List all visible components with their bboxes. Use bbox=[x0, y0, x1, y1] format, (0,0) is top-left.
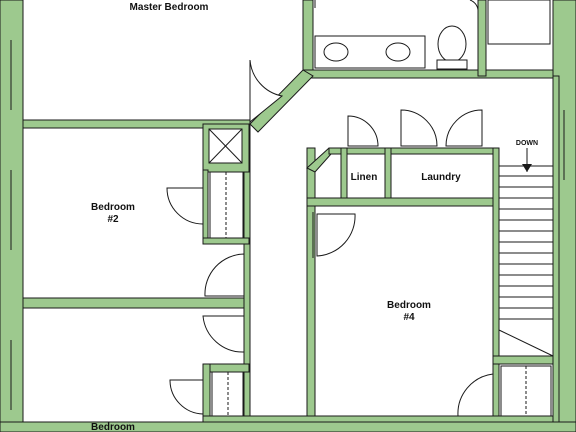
bedroom2-wall bbox=[22, 297, 249, 309]
staircase bbox=[498, 165, 554, 357]
label-bedroom2-title: Bedroom bbox=[91, 202, 135, 213]
closet2-wall bbox=[202, 169, 209, 243]
bedroom4-top-wall bbox=[306, 197, 500, 207]
door-lower-closet bbox=[457, 373, 494, 417]
door-master bbox=[249, 59, 284, 124]
bedroom4-left-wall bbox=[306, 147, 316, 423]
door-bedroom3-closet bbox=[169, 379, 204, 415]
linen-top-wall bbox=[328, 147, 500, 155]
door-laundry-right bbox=[445, 109, 483, 147]
diagonal-wall bbox=[249, 69, 314, 133]
door-bedroom4 bbox=[316, 213, 356, 257]
bathtub bbox=[487, 0, 551, 45]
linen-right-wall bbox=[384, 147, 392, 201]
toilet-tank bbox=[436, 59, 468, 70]
label-laundry: Laundry bbox=[421, 172, 461, 183]
lower-closet-wall bbox=[492, 355, 554, 365]
windows bbox=[10, 40, 565, 410]
bath-door-arc bbox=[469, 0, 479, 11]
toilet-bowl bbox=[437, 25, 467, 63]
doors bbox=[166, 59, 494, 417]
label-bedroom4-title: Bedroom bbox=[387, 300, 431, 311]
label-linen: Linen bbox=[351, 172, 378, 183]
door-bedroom2-closet bbox=[166, 187, 204, 225]
stair-well bbox=[498, 165, 554, 357]
label-master-bedroom: Master Bedroom bbox=[130, 2, 209, 13]
sink-left bbox=[323, 42, 349, 62]
label-bedroom2-number: #2 bbox=[107, 214, 119, 225]
stair-arrow-head bbox=[522, 164, 532, 172]
closet3-wall bbox=[202, 363, 211, 423]
door-linen bbox=[347, 115, 379, 147]
bathroom-fixtures bbox=[314, 0, 551, 70]
stair-landing bbox=[498, 329, 554, 357]
bath-left-wall bbox=[302, 0, 314, 77]
closets bbox=[208, 128, 552, 417]
label-stairs-down: DOWN bbox=[516, 140, 538, 147]
stair-outer-wall bbox=[552, 75, 560, 423]
bedroom4-right-wall bbox=[492, 147, 500, 423]
room-labels: Master Bedroom Bedroom #2 Bedroom Bedroo… bbox=[91, 2, 538, 432]
door-bedroom2 bbox=[204, 253, 245, 297]
label-bedroom4-number: #4 bbox=[403, 312, 415, 323]
bath-bottom-wall bbox=[302, 69, 554, 79]
door-bedroom3 bbox=[202, 315, 245, 353]
closet2-bottom-wall bbox=[202, 237, 250, 245]
exterior-wall-bottom bbox=[0, 421, 576, 432]
bottom-inner-wall bbox=[202, 415, 554, 423]
sink-right bbox=[385, 42, 411, 62]
closet-hvac-x2 bbox=[208, 128, 243, 164]
linen-left-wall bbox=[340, 147, 348, 201]
bath-partition-wall bbox=[477, 0, 487, 77]
label-bedroom3-title: Bedroom bbox=[91, 422, 135, 432]
door-laundry-left bbox=[400, 109, 438, 147]
